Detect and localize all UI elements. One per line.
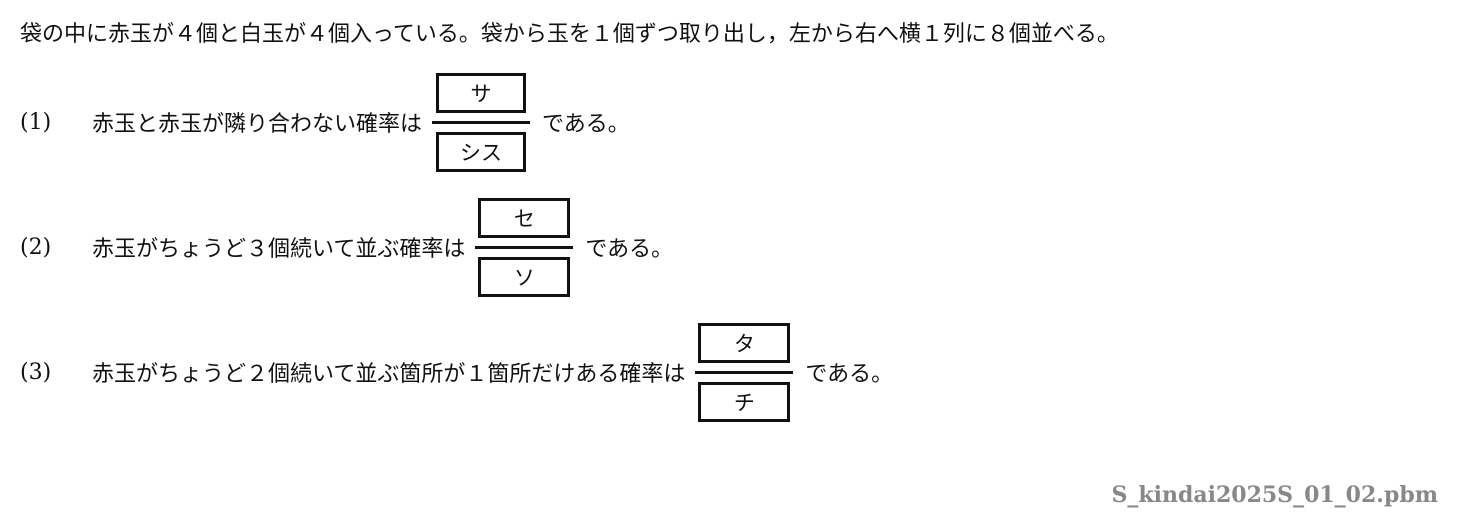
question-1: (1) 赤玉と赤玉が隣り合わない確率は サ シス である。 xyxy=(20,68,630,176)
answer-box-denominator[interactable]: シス xyxy=(436,131,527,172)
fraction-bar xyxy=(432,120,531,124)
answer-box-denominator[interactable]: ソ xyxy=(478,256,571,297)
file-name-label: S_kindai2025S_01_02.pbm xyxy=(1111,482,1438,508)
question-number: (3) xyxy=(20,359,52,385)
fraction-bar xyxy=(475,245,574,249)
question-text: 赤玉がちょうど２個続いて並ぶ箇所が１箇所だけある確率は xyxy=(92,362,686,387)
fraction-answer: サ シス xyxy=(432,72,531,172)
problem-statement: 袋の中に赤玉が４個と白玉が４個入っている。袋から玉を１個ずつ取り出し，左から右へ… xyxy=(20,22,1119,47)
answer-box-numerator[interactable]: タ xyxy=(698,322,791,363)
question-suffix: である。 xyxy=(542,112,630,137)
question-3: (3) 赤玉がちょうど２個続いて並ぶ箇所が１箇所だけある確率は タ チ である。 xyxy=(20,318,893,426)
answer-box-numerator[interactable]: サ xyxy=(436,72,527,113)
question-text: 赤玉と赤玉が隣り合わない確率は xyxy=(92,112,423,137)
question-number: (2) xyxy=(20,234,52,260)
answer-box-numerator[interactable]: セ xyxy=(478,197,571,238)
question-number: (1) xyxy=(20,109,52,135)
fraction-bar xyxy=(695,370,794,374)
question-suffix: である。 xyxy=(805,362,894,387)
question-2: (2) 赤玉がちょうど３個続いて並ぶ確率は セ ソ である。 xyxy=(20,193,673,301)
fraction-answer: セ ソ xyxy=(475,197,574,297)
question-suffix: である。 xyxy=(585,237,674,262)
question-text: 赤玉がちょうど３個続いて並ぶ確率は xyxy=(92,237,466,262)
answer-box-denominator[interactable]: チ xyxy=(698,381,791,422)
fraction-answer: タ チ xyxy=(695,322,794,422)
